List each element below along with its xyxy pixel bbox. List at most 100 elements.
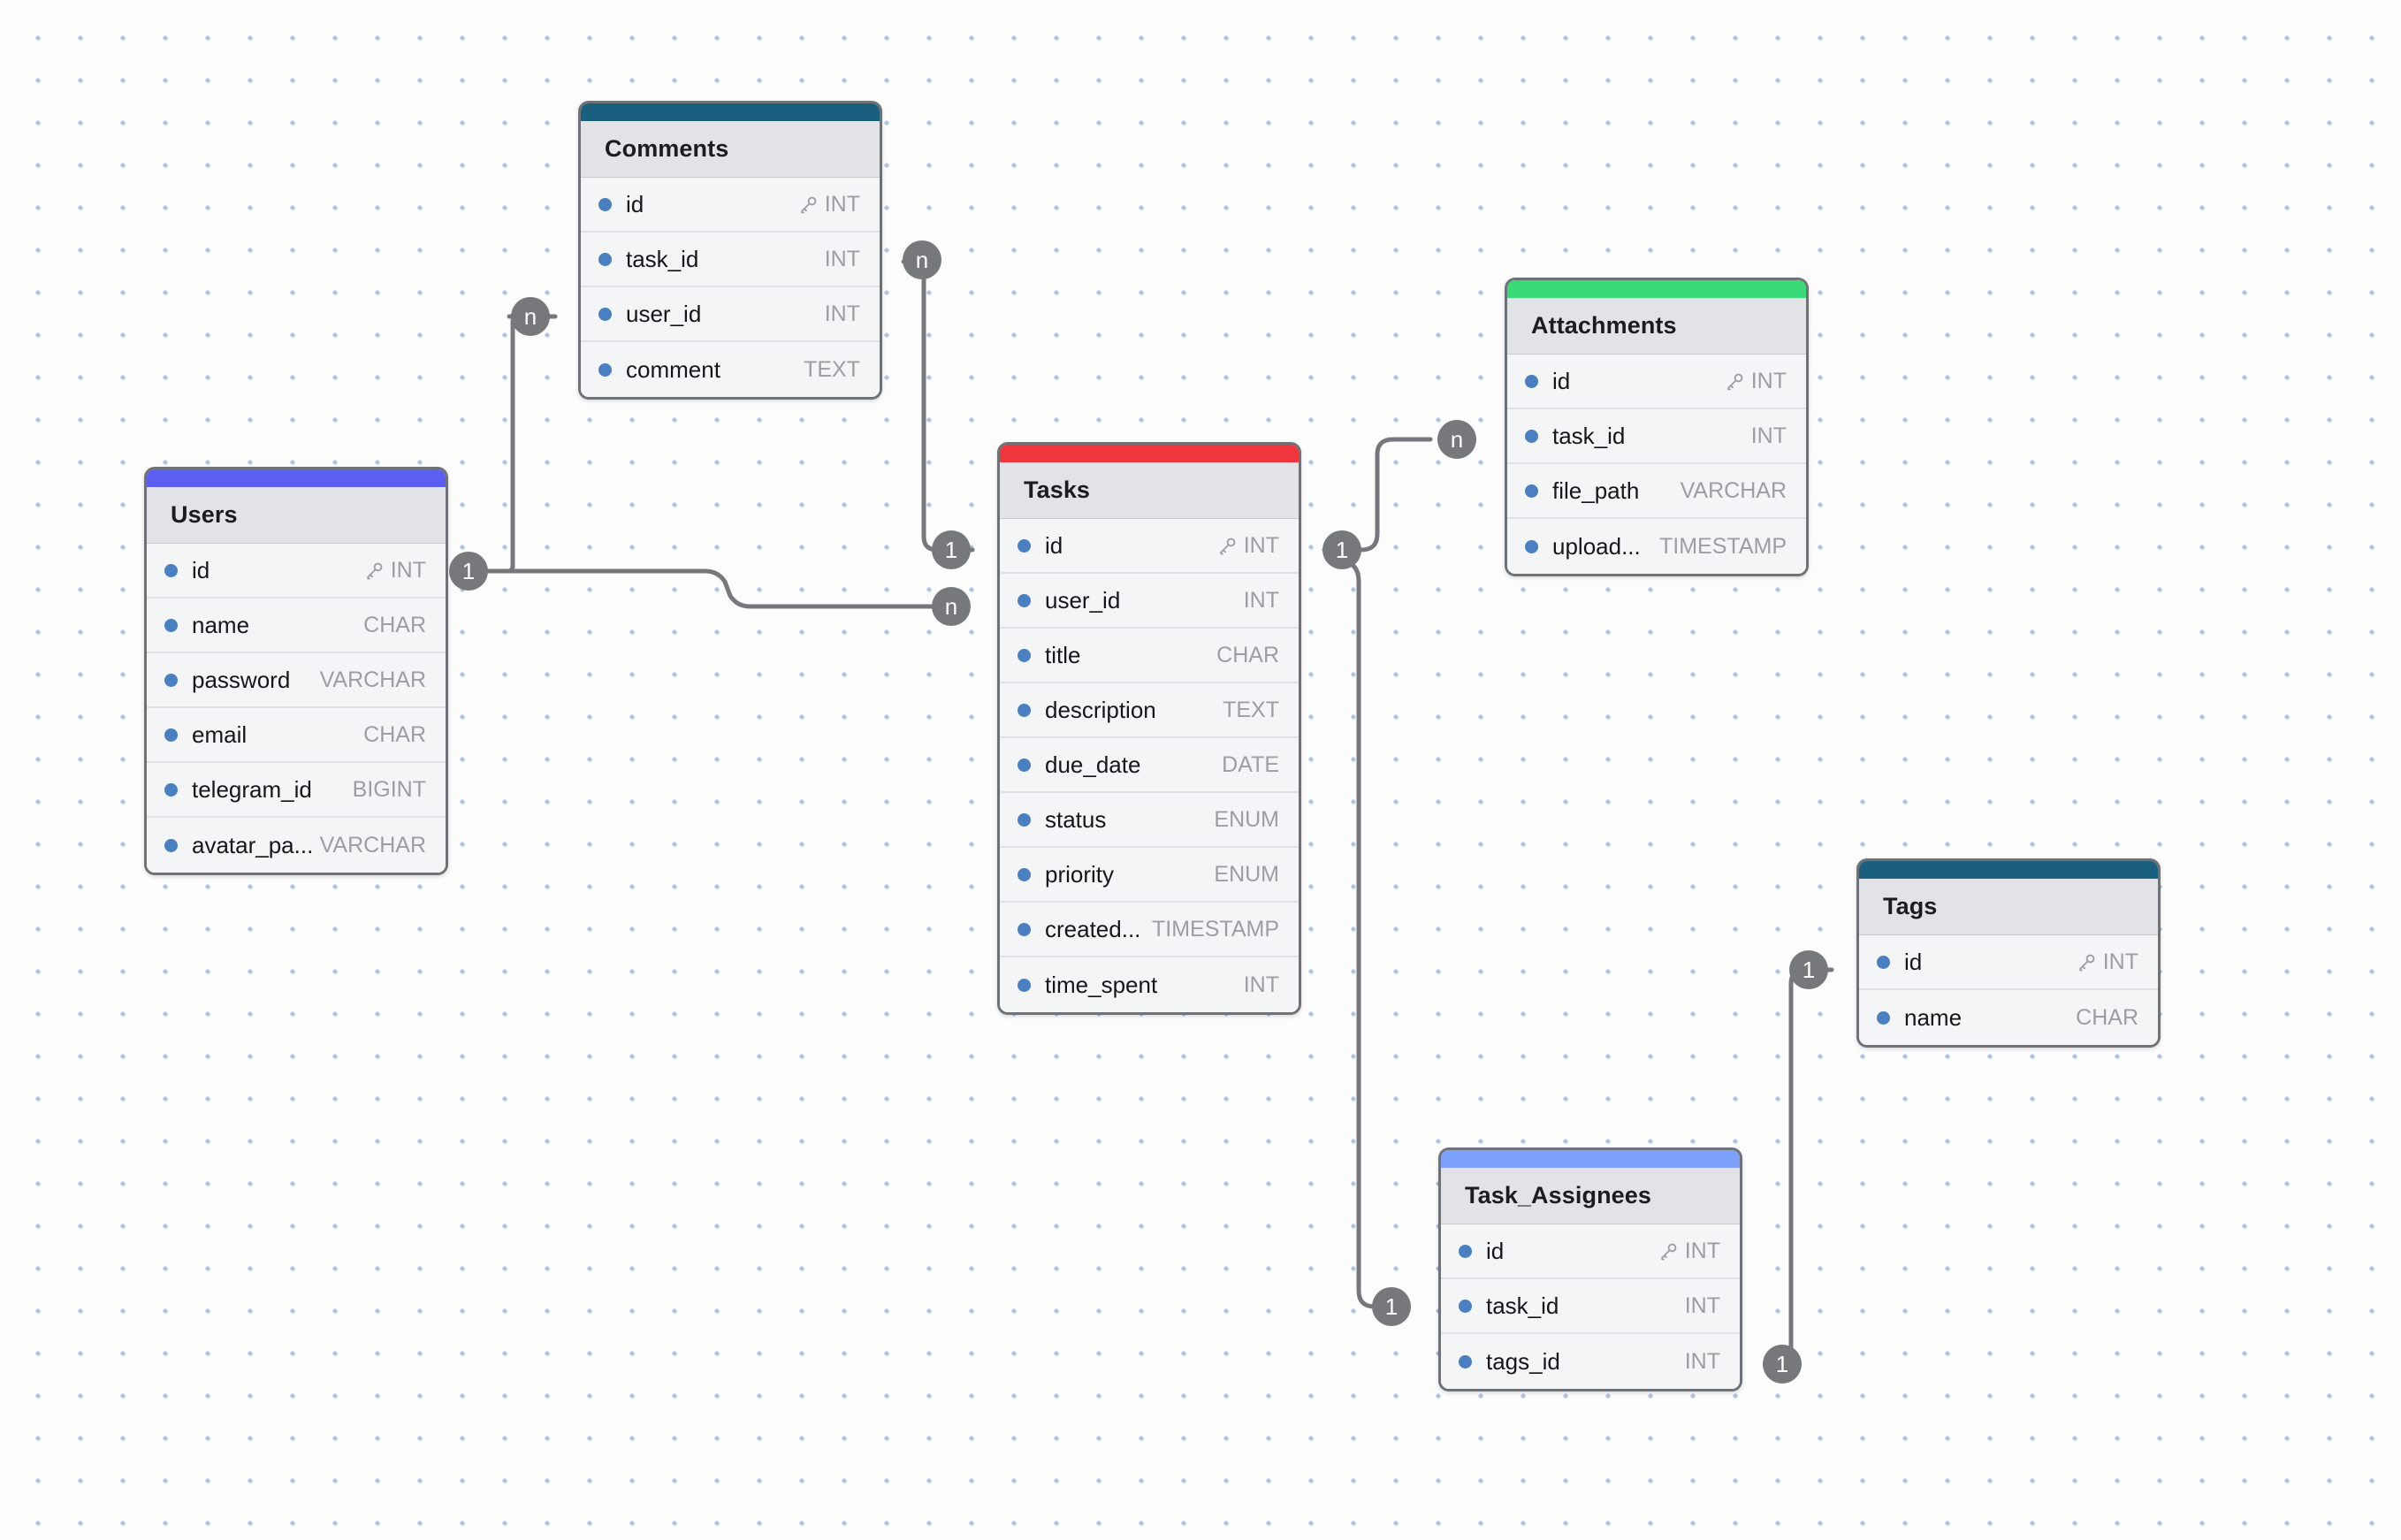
cardinality-badge[interactable]: n <box>932 587 971 626</box>
field-bullet-icon <box>598 197 612 211</box>
field-type-group: INT <box>1685 1349 1720 1375</box>
field-type: INT <box>1243 532 1279 558</box>
field-name: status <box>1045 805 1107 833</box>
field-name: id <box>1904 948 1923 975</box>
field-row[interactable]: status ENUM <box>1000 793 1299 848</box>
field-name: task_id <box>1486 1292 1559 1319</box>
field-name: id <box>1486 1237 1505 1264</box>
field-bullet-icon <box>164 618 178 632</box>
table-accent-bar <box>1000 445 1299 462</box>
table-accent-bar <box>1441 1150 1740 1168</box>
relationship-edge[interactable] <box>1765 967 1834 1367</box>
key-icon <box>1727 373 1743 390</box>
field-row[interactable]: id INT <box>581 178 880 233</box>
field-row[interactable]: name CHAR <box>1859 990 2158 1045</box>
field-bullet-icon <box>598 252 612 266</box>
field-type: INT <box>1243 587 1279 613</box>
field-bullet-icon <box>1018 922 1031 936</box>
table-title: Tasks <box>1000 462 1299 519</box>
field-type: ENUM <box>1214 806 1279 832</box>
cardinality-badge[interactable]: 1 <box>449 552 488 591</box>
table-title: Attachments <box>1507 298 1806 355</box>
cardinality-badge[interactable]: 1 <box>1763 1345 1802 1384</box>
cardinality-badge[interactable]: 1 <box>1372 1287 1411 1326</box>
field-row[interactable]: id INT <box>1507 355 1806 409</box>
relationship-edge[interactable] <box>466 314 558 574</box>
cardinality-badge[interactable]: n <box>511 297 550 336</box>
field-type: TIMESTAMP <box>1659 533 1787 559</box>
cardinality-badge[interactable]: 1 <box>932 530 971 569</box>
field-type-group: INT <box>798 192 860 217</box>
field-type: INT <box>824 246 860 271</box>
field-name: id <box>192 556 210 583</box>
field-name: description <box>1045 696 1156 723</box>
field-name: id <box>626 190 644 217</box>
cardinality-badge[interactable]: 1 <box>1322 530 1361 569</box>
field-row[interactable]: created... TIMESTAMP <box>1000 903 1299 957</box>
table-accent-bar <box>1507 280 1806 298</box>
field-name: name <box>1904 1003 1963 1031</box>
field-name: due_date <box>1045 751 1141 778</box>
field-type: CHAR <box>363 721 426 747</box>
field-row[interactable]: avatar_pa...VARCHAR <box>147 818 446 873</box>
field-type: VARCHAR <box>319 667 426 692</box>
field-type-group: CHAR <box>363 722 426 748</box>
field-type-group: ENUM <box>1214 807 1279 833</box>
field-type-group: CHAR <box>2076 1005 2138 1031</box>
field-row[interactable]: id INT <box>1000 519 1299 574</box>
field-name: created... <box>1045 915 1141 942</box>
field-name: user_id <box>626 300 702 327</box>
cardinality-badge[interactable]: n <box>903 240 941 279</box>
field-type-group: VARCHAR <box>320 833 426 858</box>
table-title: Tags <box>1859 879 2158 935</box>
field-type-group: TEXT <box>804 357 860 383</box>
field-bullet-icon <box>1459 1299 1472 1313</box>
relationship-edge[interactable] <box>901 259 975 553</box>
field-row[interactable]: user_id INT <box>581 287 880 342</box>
field-type: INT <box>1750 423 1787 448</box>
field-bullet-icon <box>1525 429 1538 443</box>
field-type: BIGINT <box>352 776 426 802</box>
cardinality-badge[interactable]: n <box>1437 420 1476 459</box>
field-row[interactable]: upload...TIMESTAMP <box>1507 519 1806 574</box>
field-name: priority <box>1045 860 1115 888</box>
field-type-group: INT <box>825 301 860 327</box>
field-bullet-icon <box>1459 1244 1472 1258</box>
relationship-edge[interactable] <box>466 568 940 609</box>
key-icon <box>2079 954 2095 971</box>
field-type-group: INT <box>1751 423 1787 449</box>
field-type-group: INT <box>1244 972 1279 998</box>
field-type-group: VARCHAR <box>1681 478 1787 504</box>
cardinality-badge[interactable]: 1 <box>1789 950 1828 989</box>
field-type: TIMESTAMP <box>1152 916 1279 942</box>
field-row[interactable]: id INT <box>1859 935 2158 990</box>
relationship-edge[interactable] <box>1343 560 1406 1309</box>
field-row[interactable]: id INT <box>1441 1224 1740 1279</box>
field-type: VARCHAR <box>319 832 426 858</box>
field-bullet-icon <box>1525 484 1538 498</box>
field-row[interactable]: id INT <box>147 544 446 598</box>
